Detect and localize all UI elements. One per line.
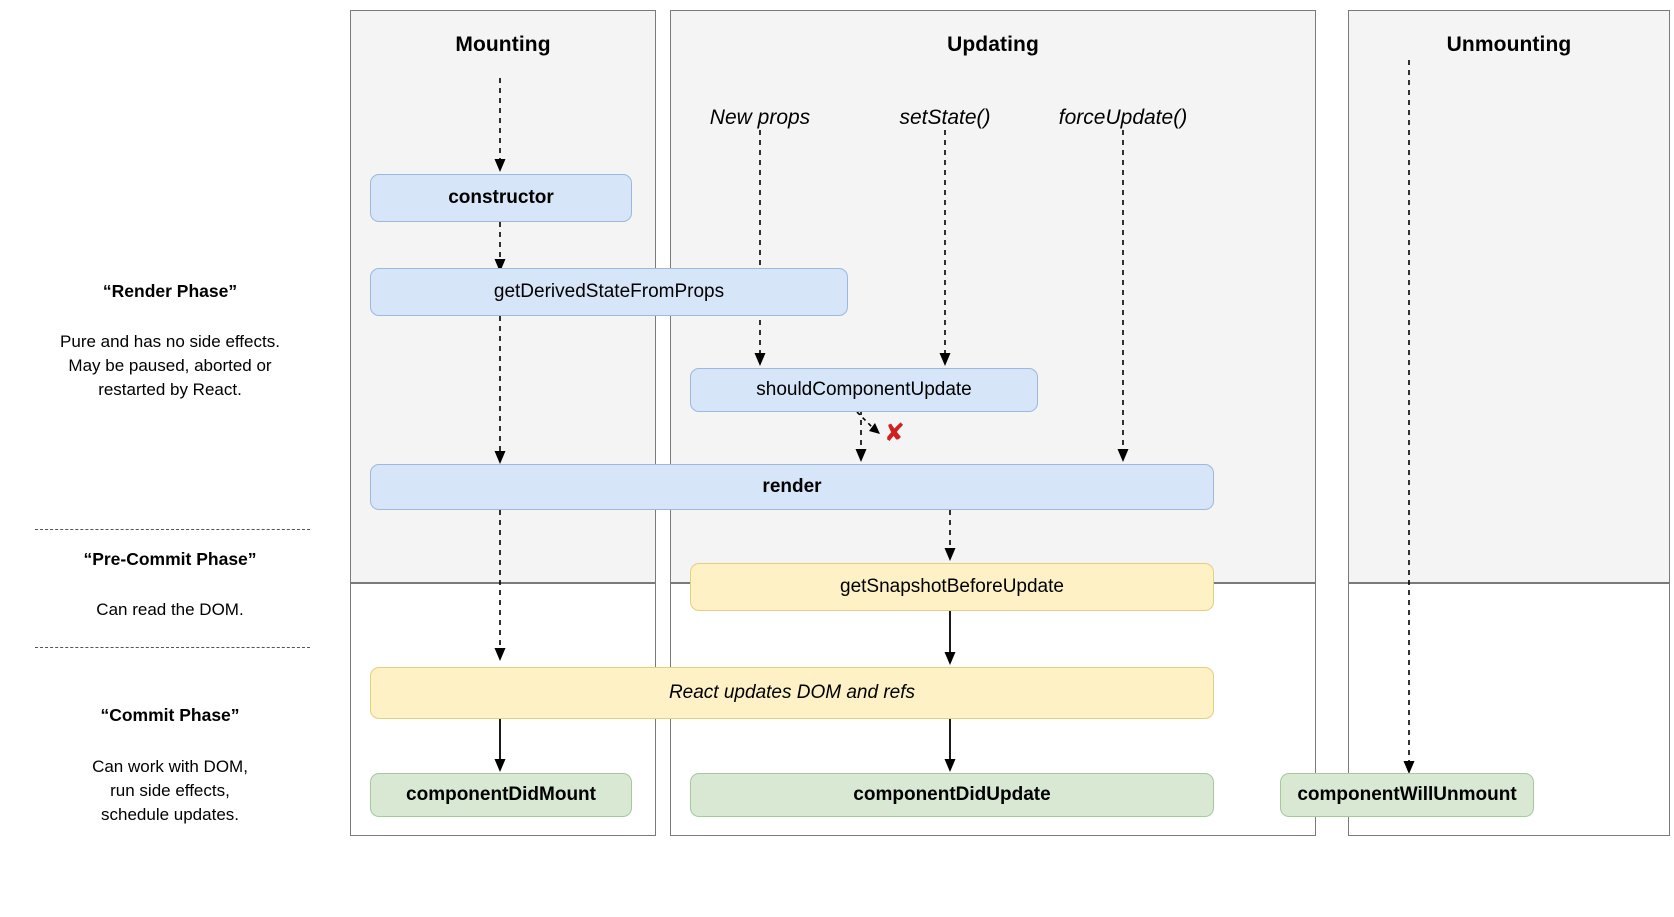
phase-title-pre-commit: “Pre-Commit Phase” (83, 549, 257, 569)
lifecycle-box-constructor[interactable]: constructor (370, 174, 632, 222)
lifecycle-box-render[interactable]: render (370, 464, 1214, 510)
column-title-updating: Updating (947, 33, 1039, 56)
lifecycle-box-componentDidUpdate[interactable]: componentDidUpdate (690, 773, 1214, 817)
arrow-scu-false-branch (855, 410, 889, 444)
phase-title-commit: “Commit Phase” (100, 705, 240, 725)
lifecycle-box-shouldComponentUpdate[interactable]: shouldComponentUpdate (690, 368, 1038, 412)
arrow-react-updates-to-did-mount (488, 718, 512, 774)
trigger-label-force-update: forceUpdate() (1058, 106, 1188, 129)
lifecycle-box-componentWillUnmount[interactable]: componentWillUnmount (1280, 773, 1534, 817)
phase-desc-commit: Can work with DOM, run side effects, sch… (92, 757, 248, 824)
arrow-react-updates-to-did-update (938, 718, 962, 774)
arrow-new-props-to-scu (748, 130, 772, 368)
column-title-mounting: Mounting (455, 33, 551, 56)
trigger-label-new-props: New props (709, 106, 811, 129)
phase-desc-render: Pure and has no side effects. May be pau… (60, 332, 280, 399)
arrow-set-state-to-scu (933, 130, 957, 368)
phase-separator-2 (35, 647, 310, 648)
arrow-gdsfp-to-render (488, 316, 512, 466)
lifecycle-box-getSnapshotBeforeUpdate[interactable]: getSnapshotBeforeUpdate (690, 563, 1214, 611)
skip-render-x-icon: ✘ (884, 418, 905, 447)
lifecycle-box-getDerivedStateFromProps[interactable]: getDerivedStateFromProps (370, 268, 848, 316)
panel-unmounting-render (1348, 10, 1670, 583)
arrow-force-update-to-render (1111, 130, 1135, 464)
arrow-constructor-to-gdsfp (488, 222, 512, 274)
trigger-label-set-state: setState() (899, 106, 991, 129)
arrow-unmounting-to-will-unmount (1397, 60, 1421, 776)
arrow-snapshot-to-react-updates (938, 611, 962, 667)
phase-desc-pre-commit: Can read the DOM. (96, 600, 244, 619)
arrow-render-to-react-updates-mounting (488, 510, 512, 663)
lifecycle-box-react-updates-dom-and-refs[interactable]: React updates DOM and refs (370, 667, 1214, 719)
phase-title-render: “Render Phase” (102, 281, 238, 301)
arrow-mounting-start-to-constructor (488, 78, 512, 174)
column-title-unmounting: Unmounting (1446, 33, 1572, 56)
arrow-scu-to-render (849, 410, 873, 464)
lifecycle-box-componentDidMount[interactable]: componentDidMount (370, 773, 632, 817)
arrow-render-to-snapshot (938, 510, 962, 563)
phase-separator-1 (35, 529, 310, 530)
